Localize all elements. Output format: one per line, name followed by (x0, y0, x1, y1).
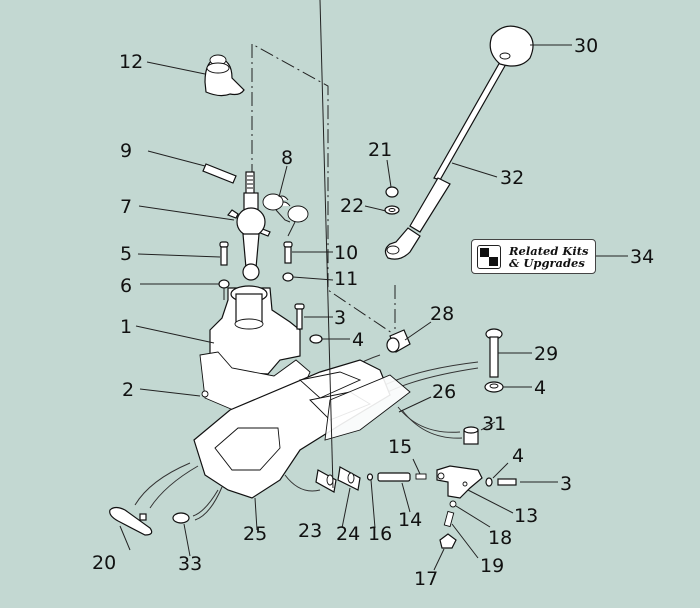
assembly-guide-lines (134, 43, 479, 521)
callout-7: 7 (120, 196, 132, 218)
callout-1: 1 (120, 316, 132, 338)
callout-6: 6 (120, 275, 132, 297)
callout-19: 19 (480, 555, 504, 577)
callout-15: 15 (388, 436, 412, 458)
part-bolt-3-top[interactable] (294, 303, 305, 330)
callout-33: 33 (178, 553, 202, 575)
part-ball-18[interactable] (449, 500, 457, 508)
callout-21: 21 (368, 139, 392, 161)
part-shifter-housing[interactable] (209, 285, 301, 386)
part-bolt-10[interactable] (283, 241, 293, 264)
callout-22: 22 (340, 195, 364, 217)
callout-29: 29 (534, 343, 558, 365)
part-nut-4-top[interactable] (309, 334, 323, 344)
callout-18: 18 (488, 527, 512, 549)
part-bolt-5[interactable] (219, 241, 229, 266)
callout-3-top: 3 (334, 307, 346, 329)
callout-24: 24 (336, 523, 360, 545)
callout-8: 8 (281, 147, 293, 169)
callout-10: 10 (334, 242, 358, 264)
callout-16: 16 (368, 523, 392, 545)
part-springs[interactable] (262, 193, 309, 237)
part-bolt-29[interactable] (485, 328, 503, 378)
callout-11: 11 (334, 268, 358, 290)
callout-30: 30 (574, 35, 598, 57)
callout-12: 12 (119, 51, 143, 73)
callout-4-top: 4 (352, 329, 364, 351)
callout-3-lower: 3 (560, 473, 572, 495)
part-bushing-31[interactable] (463, 426, 479, 445)
part-shift-rod[interactable] (384, 61, 507, 260)
part-gasket-23[interactable] (315, 469, 337, 493)
part-spring-15[interactable] (415, 473, 427, 480)
part-boot[interactable] (204, 54, 245, 97)
checkered-flag-icon (477, 244, 501, 269)
part-shift-lever[interactable] (227, 171, 271, 281)
part-cover-plate-20[interactable] (109, 506, 153, 536)
callout-14: 14 (398, 509, 422, 531)
part-bolt-3-lower[interactable] (497, 478, 517, 486)
callout-4-right: 4 (534, 377, 546, 399)
part-selector-housing-13[interactable] (436, 465, 483, 499)
callout-32: 32 (500, 167, 524, 189)
callout-28: 28 (430, 303, 454, 325)
part-gasket-24[interactable] (337, 466, 361, 491)
part-washer-22[interactable] (384, 205, 400, 215)
callout-34: 34 (630, 246, 654, 268)
part-bushing-28[interactable] (386, 329, 411, 353)
callout-5: 5 (120, 243, 132, 265)
callout-2: 2 (122, 379, 134, 401)
callout-4-lower: 4 (512, 445, 524, 467)
callout-31: 31 (482, 413, 506, 435)
part-shift-knob[interactable] (489, 25, 534, 67)
related-kits-label: Related Kits & Upgrades (509, 243, 589, 270)
part-nut-11[interactable] (282, 272, 294, 282)
callout-9: 9 (120, 140, 132, 162)
callout-20: 20 (92, 552, 116, 574)
part-washer-4-right[interactable] (484, 381, 504, 393)
part-plug-17[interactable] (439, 533, 457, 549)
callout-25: 25 (243, 523, 267, 545)
related-kits-button[interactable]: Related Kits & Upgrades (471, 239, 596, 274)
part-nut-21[interactable] (385, 186, 399, 198)
part-plunger-14[interactable] (377, 472, 411, 482)
part-o-ring-33[interactable] (172, 512, 190, 524)
callout-labels: 12 9 8 7 5 6 10 11 1 3 4 2 28 29 4 26 31… (92, 35, 654, 590)
callout-26: 26 (432, 381, 456, 403)
part-roll-pin[interactable] (202, 163, 237, 184)
leader-lines (119, 0, 628, 571)
part-o-ring-16[interactable] (366, 473, 374, 481)
callout-13: 13 (514, 505, 538, 527)
callout-23: 23 (298, 520, 322, 542)
part-washer-4-lower[interactable] (485, 477, 493, 487)
part-gasket-26[interactable] (324, 374, 411, 441)
callout-17: 17 (414, 568, 438, 590)
part-spring-19[interactable] (443, 510, 455, 528)
